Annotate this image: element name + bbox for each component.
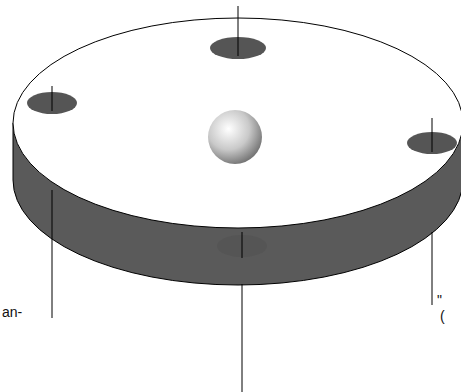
caption-fragment: an- — [2, 304, 22, 320]
disk-top — [13, 18, 461, 228]
sphere — [208, 110, 262, 164]
caption-fragment: ( — [440, 308, 445, 324]
axis-lines — [52, 6, 432, 392]
caption-fragment: " — [437, 292, 442, 308]
